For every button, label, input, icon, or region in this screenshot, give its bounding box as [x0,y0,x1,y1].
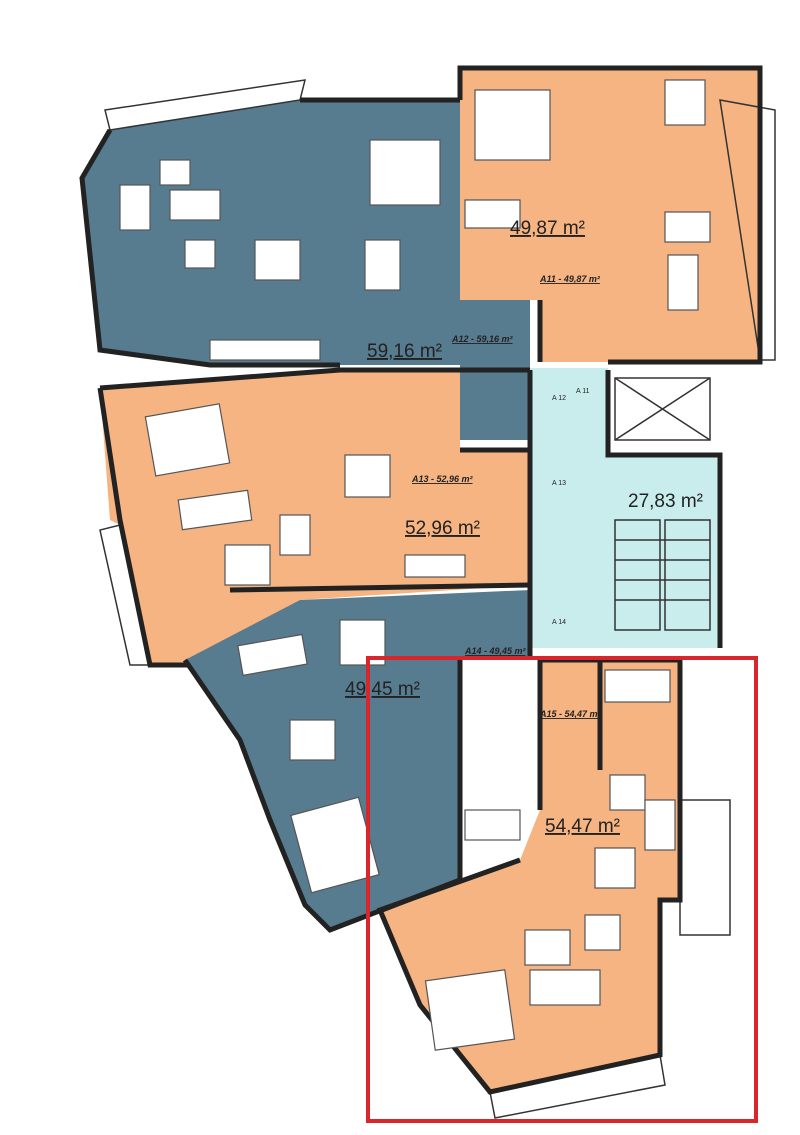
code-label-a14: A14 - 49,45 m² [464,646,527,656]
area-label-a11: 49,87 m² [510,218,585,239]
door-tag-a14: A 14 [552,619,566,626]
door-tag-a11: A 11 [576,388,590,395]
code-label-a11: A11 - 49,87 m² [539,274,601,284]
code-label-a13: A13 - 52,96 m² [411,474,474,484]
area-label-a13: 52,96 m² [405,518,480,539]
highlight-frame-a15 [366,656,758,1123]
door-tag-a12: A 12 [552,395,566,402]
area-label-a12: 59,16 m² [367,341,442,362]
area-label-a15: 54,47 m² [545,816,620,837]
common-corridor [530,368,720,648]
code-label-a12: A12 - 59,16 m² [451,334,514,344]
area-label-a14: 49,45 m² [345,679,420,700]
furniture [119,79,711,1051]
apartment-a14[interactable] [185,590,530,930]
area-label-stairwell: 27,83 m² [628,491,703,512]
staircase [614,377,711,631]
code-label-a15: A15 - 54,47 m² [539,709,602,719]
door-tag-a13: A 13 [552,480,566,487]
